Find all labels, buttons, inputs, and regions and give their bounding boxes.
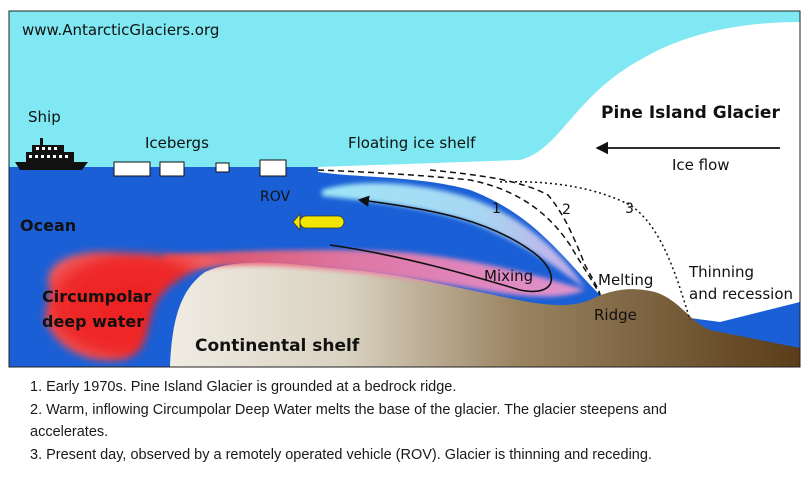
- warm-water-plume: [165, 249, 585, 297]
- ship-label: Ship: [28, 108, 61, 126]
- cdw-label-line1: Circumpolar: [42, 287, 151, 306]
- thinning-label-line1: Thinning: [688, 263, 754, 281]
- glacier-name-label: Pine Island Glacier: [601, 103, 780, 123]
- melting-label: Melting: [598, 271, 653, 289]
- position-2-label: 2: [562, 202, 571, 218]
- icebergs-label: Icebergs: [145, 134, 209, 152]
- rov-label: ROV: [260, 189, 291, 205]
- ocean-label: Ocean: [20, 216, 76, 235]
- mixing-circulation-arrow: [329, 195, 553, 293]
- floating-ice-shelf-label: Floating ice shelf: [348, 134, 476, 152]
- continental-shelf: [170, 262, 800, 367]
- cdw-label-line2: deep water: [42, 312, 144, 331]
- ship-icon: [15, 138, 88, 170]
- ridge-label: Ridge: [594, 306, 637, 324]
- caption-line-4: 3. Present day, observed by a remotely o…: [30, 447, 652, 463]
- position-3-label: 3: [625, 201, 634, 217]
- diagram-frame: [8, 10, 801, 368]
- continental-shelf-label: Continental shelf: [195, 336, 360, 356]
- mixing-label: Mixing: [484, 267, 533, 285]
- position-1-label: 1: [492, 201, 501, 217]
- iceberg: [113, 161, 151, 177]
- caption-line-1: 1. Early 1970s. Pine Island Glacier is g…: [30, 379, 457, 395]
- iceberg: [159, 161, 185, 177]
- circumpolar-deep-water: [45, 251, 220, 361]
- thinning-label-line2: and recession: [689, 285, 793, 303]
- pine-island-glacier: [318, 22, 800, 322]
- caption-line-2: 2. Warm, inflowing Circumpolar Deep Wate…: [30, 402, 667, 418]
- icebergs-group: [113, 159, 287, 177]
- watermark-text: www.AntarcticGlaciers.org: [22, 21, 219, 39]
- cold-meltwater-layer: [322, 183, 585, 288]
- rov-icon: [292, 212, 345, 232]
- iceberg: [215, 162, 230, 173]
- glacier-profile-2: [429, 169, 601, 296]
- ice-flow-label: Ice flow: [672, 156, 730, 174]
- iceberg: [259, 159, 287, 177]
- glacier-profile-1: [317, 169, 601, 296]
- caption-line-3: accelerates.: [30, 424, 109, 440]
